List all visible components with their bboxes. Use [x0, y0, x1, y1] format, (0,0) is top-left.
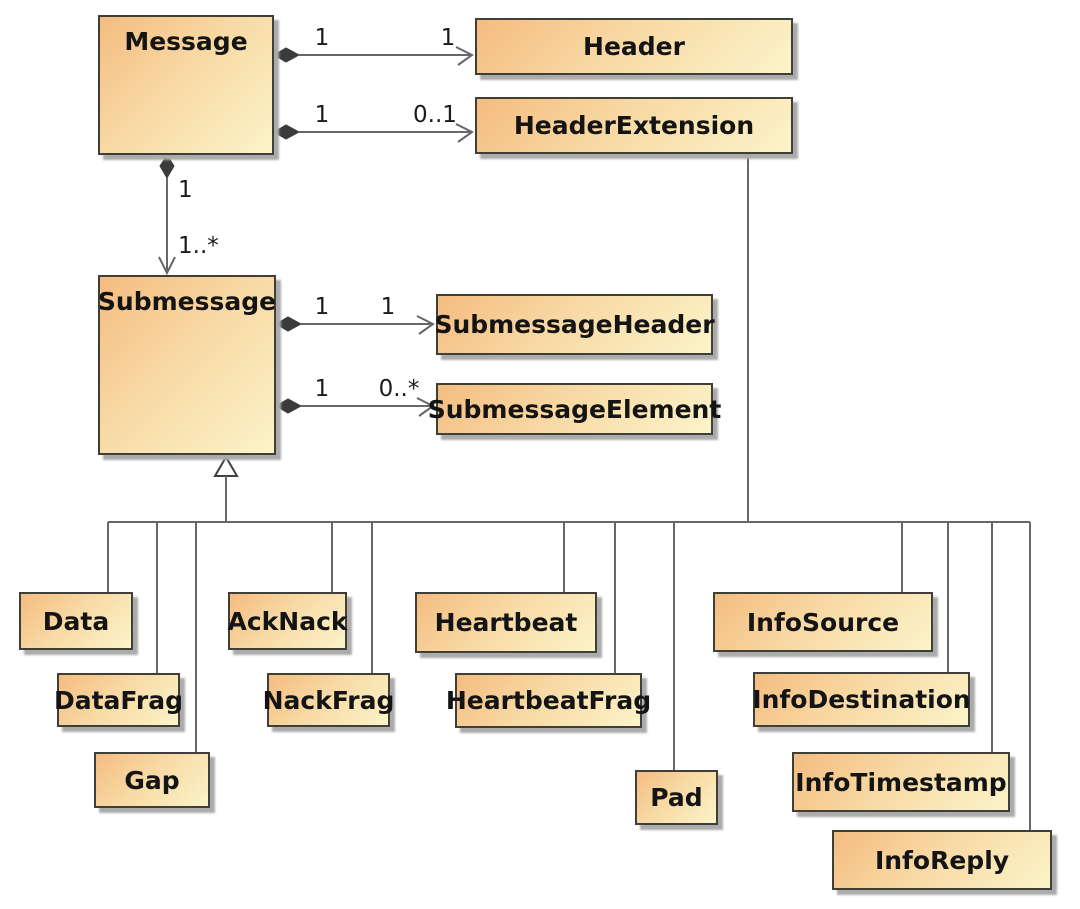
class-node-heartbeat[interactable]: Heartbeat — [415, 592, 597, 653]
class-name-label: AckNack — [227, 606, 348, 636]
class-node-message[interactable]: Message — [98, 15, 274, 155]
multiplicity-label-message-submessage-target: 1..* — [178, 233, 219, 259]
class-name-label: SubmessageElement — [427, 394, 722, 424]
multiplicity-label-message-header-target: 1 — [440, 25, 456, 51]
multiplicity-label-submessage-submessageelement-source: 1 — [314, 376, 330, 402]
class-node-submessage[interactable]: Submessage — [98, 275, 276, 455]
class-name-label: Data — [42, 606, 110, 636]
generalization-triangle-icon — [213, 455, 239, 477]
multiplicity-label-message-headerextension-source: 1 — [314, 102, 330, 128]
multiplicity-label-submessage-submessageelement-target: 0..* — [378, 376, 420, 402]
class-name-label: NackFrag — [262, 685, 395, 715]
class-node-inforeply[interactable]: InfoReply — [832, 830, 1052, 890]
class-name-label: Heartbeat — [434, 608, 578, 637]
class-name-label: Message — [124, 27, 248, 56]
class-name-label: Gap — [124, 765, 180, 795]
multiplicity-label-message-headerextension-target: 0..1 — [413, 102, 457, 128]
class-name-label: InfoDestination — [752, 685, 971, 714]
multiplicity-label-submessage-submessageheader-source: 1 — [314, 294, 330, 320]
open-arrowhead-icon — [455, 123, 474, 143]
class-node-gap[interactable]: Gap — [94, 752, 210, 808]
composite-diamond-icon — [275, 398, 303, 414]
class-name-label: Submessage — [97, 287, 277, 316]
class-name-label: Pad — [650, 783, 703, 812]
association-message-headerextension[interactable] — [273, 123, 474, 143]
class-node-infosource[interactable]: InfoSource — [713, 592, 933, 652]
multiplicity-label-message-header-source: 1 — [314, 25, 330, 51]
class-name-label: Header — [583, 32, 685, 61]
open-arrowhead-icon — [416, 397, 435, 417]
open-arrowhead-icon — [416, 315, 435, 335]
class-node-infotimestamp[interactable]: InfoTimestamp — [792, 752, 1010, 812]
composite-diamond-icon — [159, 154, 175, 179]
open-arrowhead-icon — [158, 256, 176, 276]
class-node-acknack[interactable]: AckNack — [227, 592, 348, 650]
association-submessage-submessageheader[interactable] — [275, 315, 435, 335]
class-node-pad[interactable]: Pad — [635, 770, 718, 825]
class-name-label: InfoReply — [874, 845, 1010, 875]
class-name-label: DataFrag — [53, 685, 184, 715]
composite-diamond-icon — [273, 124, 301, 140]
association-message-header[interactable] — [273, 46, 474, 66]
association-message-submessage[interactable] — [158, 154, 176, 276]
class-node-infodestination[interactable]: InfoDestination — [752, 672, 971, 727]
class-node-data[interactable]: Data — [19, 592, 133, 650]
class-node-headerextension[interactable]: HeaderExtension — [475, 97, 793, 154]
class-name-label: SubmessageHeader — [434, 310, 715, 339]
class-name-label: InfoSource — [746, 607, 900, 637]
open-arrowhead-icon — [455, 46, 474, 66]
class-node-nackfrag[interactable]: NackFrag — [263, 673, 394, 727]
class-name-label: HeartbeatFrag — [445, 686, 652, 715]
multiplicity-label-message-submessage-source: 1 — [178, 177, 193, 203]
association-submessage-submessageelement[interactable] — [275, 397, 435, 417]
composite-diamond-icon — [275, 316, 303, 332]
composite-diamond-icon — [273, 47, 301, 63]
class-name-label: InfoTimestamp — [795, 767, 1007, 797]
class-node-submessageelement[interactable]: SubmessageElement — [428, 383, 721, 435]
generalization-submessage-children[interactable] — [107, 154, 1031, 830]
multiplicity-label-submessage-submessageheader-target: 1 — [380, 294, 396, 320]
class-node-header[interactable]: Header — [475, 18, 793, 75]
class-node-submessageheader[interactable]: SubmessageHeader — [434, 294, 715, 355]
class-name-label: HeaderExtension — [513, 111, 755, 140]
class-node-datafrag[interactable]: DataFrag — [53, 673, 184, 727]
class-node-heartbeatfrag[interactable]: HeartbeatFrag — [446, 673, 651, 728]
